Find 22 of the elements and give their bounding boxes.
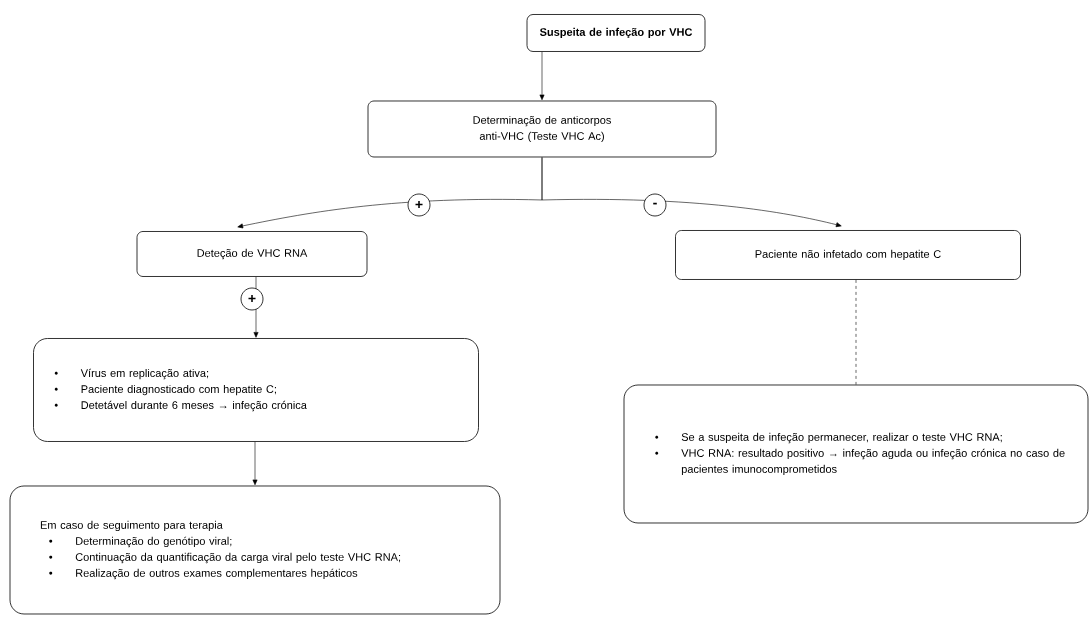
arrow: [252, 441, 258, 486]
bullet: •: [49, 539, 53, 543]
edge-label: -: [643, 193, 667, 217]
bullet: •: [54, 403, 58, 407]
process-box: Suspeita de infeção por VHC: [526, 14, 706, 52]
note-box: Em caso de seguimento para terapia • Determinação do genótipo viral; • Continuação da quantificação da carga viral pelo teste VHC RNA; • Realização de outros exames complementares hepáticos: [9, 485, 501, 615]
bullet: •: [655, 435, 659, 439]
process-box: Paciente não infetado com hepatite C: [675, 230, 1021, 280]
process-box: Deteção de VHC RNA: [136, 231, 368, 277]
process-box: Determinação de anticorpos anti-VHC (Teste VHC Ac): [367, 100, 717, 158]
bullet: •: [54, 387, 58, 391]
bullet: •: [54, 371, 58, 375]
arrow: [539, 51, 545, 101]
bullet: •: [49, 555, 53, 559]
edge-label: +: [407, 193, 431, 217]
note-box: • Se a suspeita de infeção permanecer, realizar o teste VHC RNA; • VHC RNA: resultado positivo → infeção aguda ou infeção crónica no caso de pacientes imunocomprometidos: [623, 384, 1089, 524]
note-box: • Vírus em replicação ativa; • Paciente diagnosticado com hepatite C; • Detetável durante 6 meses → infeção crónica: [33, 338, 479, 442]
dashed-line: [855, 279, 857, 385]
bullet: •: [49, 571, 53, 575]
arrow: [541, 157, 842, 228]
edge-label: +: [240, 287, 264, 311]
bullet: •: [655, 451, 659, 455]
